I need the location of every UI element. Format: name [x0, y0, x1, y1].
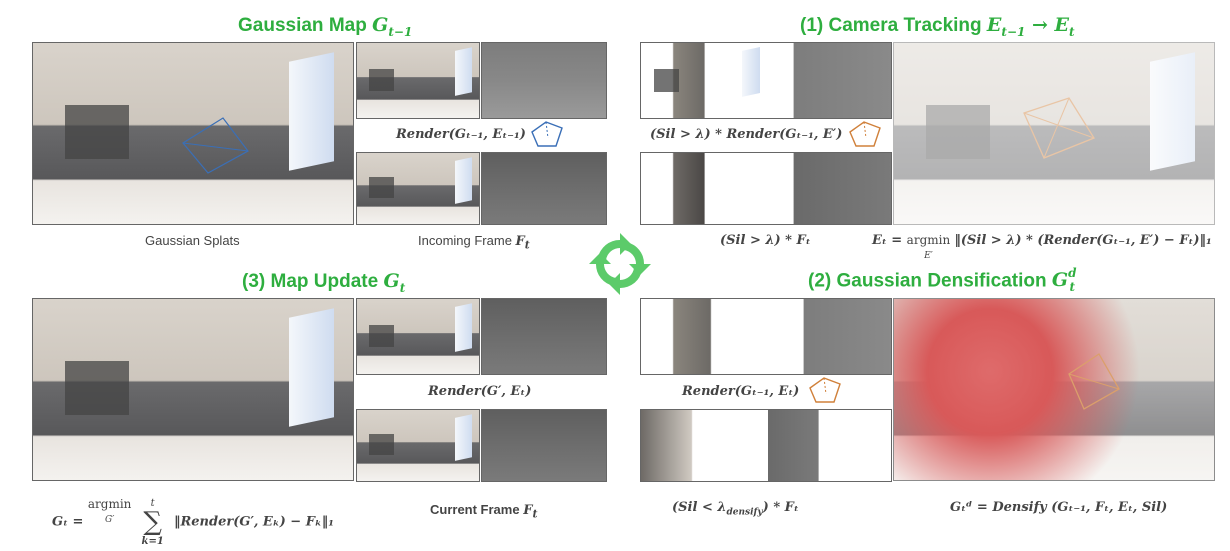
title-math: G: [1051, 269, 1069, 292]
gaussian-splats-image: [32, 42, 354, 225]
title-sub: t: [1069, 280, 1076, 295]
render-prev-text: Render(Gₜ₋₁, Eₜ₋₁): [396, 127, 526, 142]
title-math2: E: [1054, 14, 1070, 36]
densify-eq-text: Gₜᵈ = Densify (Gₜ₋₁, Fₜ, Eₜ, Sil): [950, 500, 1168, 515]
caption-incoming-frame: Incoming Frame Ft: [418, 233, 530, 252]
title-sub: t−1: [1001, 24, 1026, 39]
title-camera-tracking: (1) Camera Tracking Et−1 → Et: [800, 14, 1075, 39]
masked-frame-pair: [640, 152, 892, 225]
map-obj-sum-top: t: [150, 498, 155, 509]
title-text: (1) Camera Tracking: [800, 15, 982, 36]
sil-densify-text: (Sil < λ: [672, 500, 727, 515]
tracking-splats-image: [893, 42, 1215, 225]
caption-math: F: [515, 234, 525, 249]
title-sub: t: [399, 280, 406, 295]
tracking-objective: Eₜ = argmin E′ ‖(Sil > λ) * (Render(Gₜ₋₁…: [872, 233, 1212, 261]
sil-densify-sub: densify: [726, 507, 763, 518]
dens-render-rgb: [641, 299, 767, 374]
tracking-obj-argmin: argmin: [906, 233, 951, 247]
current-frame-depth: [481, 409, 607, 482]
map-obj-lhs: Gₜ =: [52, 514, 88, 530]
camera-frustum-icon: [182, 117, 249, 174]
masked-frame-rgb: [641, 153, 767, 224]
camera-frustum-icon: [809, 377, 841, 403]
render-depth-prev: [481, 42, 607, 119]
sil-render-label: (Sil > λ) * Render(Gₜ₋₁, E′): [650, 127, 842, 142]
masked-frame-depth: [768, 153, 891, 224]
map-objective: Gₜ = argmin G′ t ∑ k=1 ‖Render(G′, Eₖ) −…: [52, 497, 334, 547]
map-obj-argmin: argmin: [87, 497, 132, 511]
refresh-cycle-icon: [589, 233, 651, 295]
sil-densify-tail: ) * Fₜ: [762, 500, 799, 515]
render-rgb-prev: [356, 42, 480, 119]
render-update-text: Render(G′, Eₜ): [428, 384, 532, 399]
render-dens-label: Render(Gₜ₋₁, Eₜ): [682, 384, 799, 399]
caption-gaussian-splats: Gaussian Splats: [145, 233, 240, 248]
camera-frustum-icon: [849, 121, 881, 147]
title-densification: (2) Gaussian Densification Gdt: [808, 266, 1077, 295]
title-math: G: [372, 14, 389, 36]
caption-sub: t: [524, 238, 530, 252]
caption-math: F: [523, 503, 533, 518]
current-frame-rgb: [356, 409, 480, 482]
dens-render-pair: [640, 298, 892, 375]
title-math: E: [986, 14, 1002, 36]
incoming-depth: [481, 152, 607, 225]
sil-frame-label: (Sil > λ) * Fₜ: [720, 233, 811, 248]
dens-render-depth: [768, 299, 891, 374]
title-gaussian-map: Gaussian Map Gt−1: [238, 14, 412, 39]
sil-frame-text: (Sil > λ) * Fₜ: [720, 233, 811, 248]
render-update-rgb: [356, 298, 480, 375]
camera-frustum-icon: [531, 121, 563, 147]
masked-render-rgb: [641, 43, 767, 118]
camera-frustum-icon: [1068, 353, 1120, 410]
map-obj-sum-sym: ∑: [143, 507, 162, 537]
title-text: Gaussian Map: [238, 15, 367, 36]
tracking-obj-argmin-sub: E′: [924, 251, 933, 261]
caption-text: Current Frame: [430, 502, 520, 517]
densify-equation: Gₜᵈ = Densify (Gₜ₋₁, Fₜ, Eₜ, Sil): [950, 500, 1167, 515]
caption-current-frame: Current Frame Ft: [430, 502, 537, 521]
densified-splats-image: [893, 298, 1215, 481]
dens-frame-depth: [768, 410, 891, 481]
render-update-label: Render(G′, Eₜ): [428, 384, 531, 399]
caption-sub: t: [532, 507, 538, 521]
title-text: (3) Map Update: [242, 271, 379, 292]
title-sup: d: [1068, 266, 1077, 280]
caption-text: Incoming Frame: [418, 233, 512, 248]
tracking-obj-rhs: ‖(Sil > λ) * (Render(Gₜ₋₁, E′) − Fₜ)‖₁: [954, 233, 1212, 248]
masked-render-depth: [768, 43, 891, 118]
title-sub: t−1: [388, 24, 413, 39]
masked-render-pair: [640, 42, 892, 119]
title-arrow: →: [1031, 14, 1048, 36]
dens-frame-pair: [640, 409, 892, 482]
camera-frustum-icon: [1023, 97, 1095, 159]
dens-frame-rgb: [641, 410, 767, 481]
incoming-rgb: [356, 152, 480, 225]
sil-densify-label: (Sil < λdensify) * Fₜ: [672, 500, 799, 518]
tracking-obj-lhs: Eₜ =: [872, 233, 907, 248]
render-dens-text: Render(Gₜ₋₁, Eₜ): [682, 384, 800, 399]
render-update-depth: [481, 298, 607, 375]
title-text: (2) Gaussian Densification: [808, 270, 1047, 292]
map-update-splats-image: [32, 298, 354, 481]
title-sub2: t: [1069, 24, 1075, 39]
map-obj-rhs: ‖Render(G′, Eₖ) − Fₖ‖₁: [173, 514, 334, 530]
title-math: G: [383, 270, 400, 292]
sil-render-text: (Sil > λ) * Render(Gₜ₋₁, E′): [650, 127, 843, 142]
map-obj-sum-bottom: k=1: [141, 536, 164, 547]
render-prev-label: Render(Gₜ₋₁, Eₜ₋₁): [396, 127, 526, 142]
title-map-update: (3) Map Update Gt: [242, 270, 405, 295]
map-obj-argmin-sub: G′: [105, 515, 115, 525]
